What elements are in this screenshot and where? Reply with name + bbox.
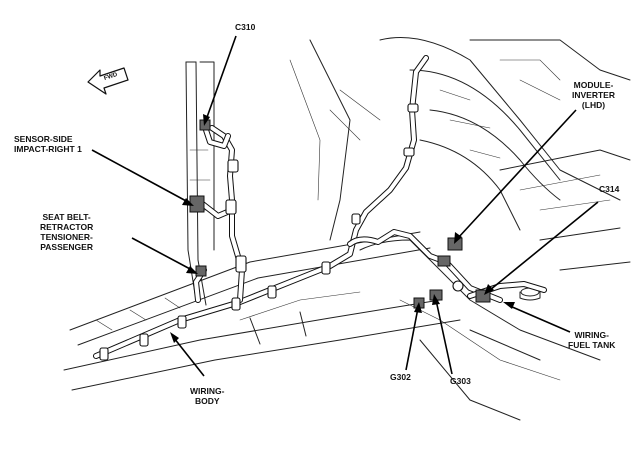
label-g303: G303 <box>450 376 471 386</box>
label-g302: G302 <box>390 372 411 382</box>
label-c314: C314 <box>599 184 620 194</box>
forward-arrow-icon <box>87 67 129 95</box>
label-sensor-side-impact: SENSOR-SIDE IMPACT-RIGHT 1 <box>14 134 82 154</box>
leader-lines <box>91 35 599 377</box>
label-wiring-fuel-tank: WIRING- FUEL TANK <box>568 330 616 350</box>
label-c310: C310 <box>235 22 256 32</box>
label-seat-belt-tensioner: SEAT BELT- RETRACTOR TENSIONER- PASSENGE… <box>40 212 94 252</box>
harness-wiring-body <box>93 55 547 361</box>
label-wiring-body: WIRING- BODY <box>190 386 225 406</box>
body-structure <box>63 37 631 421</box>
label-module-inverter: MODULE- INVERTER (LHD) <box>572 80 615 110</box>
